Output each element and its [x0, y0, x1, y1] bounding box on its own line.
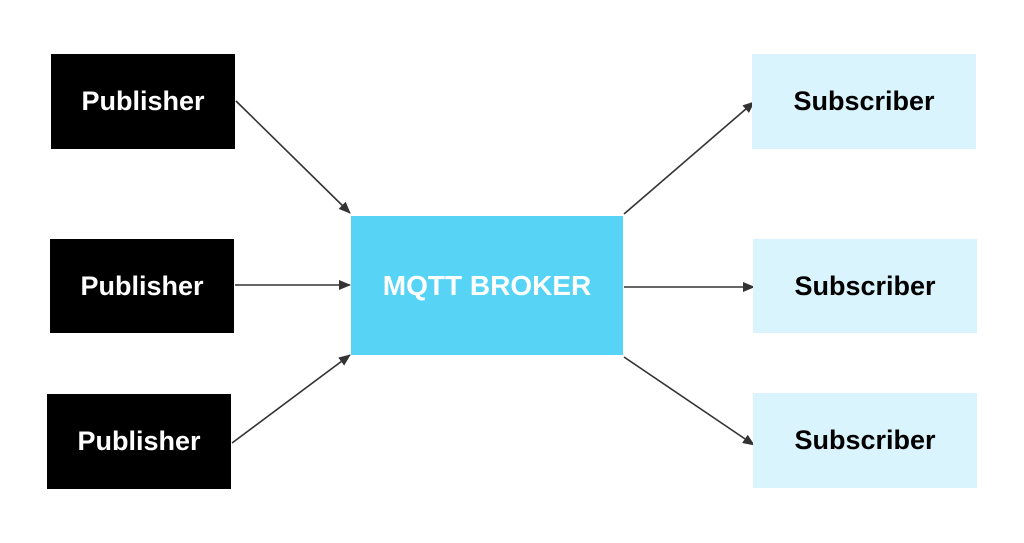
subscriber-node-3: Subscriber: [753, 393, 977, 488]
mqtt-broker-node: MQTT BROKER: [351, 216, 623, 355]
publisher-node-1: Publisher: [51, 54, 235, 149]
arrow-broker-to-subscriber-1: [623, 101, 755, 215]
publisher-label: Publisher: [81, 86, 205, 116]
publisher-label: Publisher: [80, 270, 204, 301]
subscriber-label: Subscriber: [793, 86, 935, 116]
subscriber-node-2: Subscriber: [753, 239, 977, 333]
subscriber-label: Subscriber: [794, 270, 936, 301]
arrow-broker-to-subscriber-3: [623, 356, 755, 446]
publisher-node-2: Publisher: [50, 239, 234, 333]
publisher-label: Publisher: [77, 426, 201, 456]
publisher-node-3: Publisher: [47, 394, 231, 489]
subscriber-label: Subscriber: [794, 425, 936, 455]
broker-label: MQTT BROKER: [382, 269, 592, 301]
arrow-publisher-3-to-broker: [231, 354, 351, 444]
arrow-publisher-1-to-broker: [235, 100, 351, 214]
subscriber-node-1: Subscriber: [752, 54, 976, 149]
